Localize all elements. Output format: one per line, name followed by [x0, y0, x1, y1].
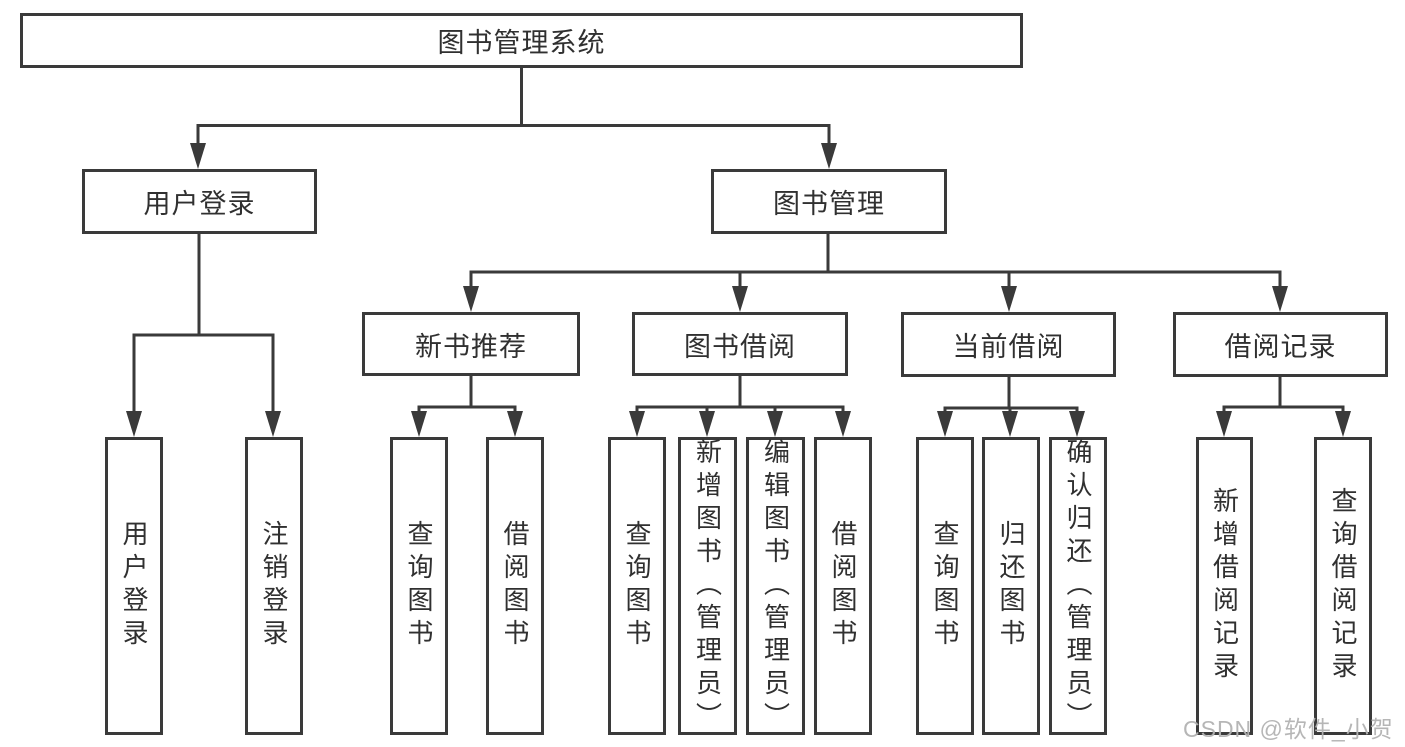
watermark: CSDN @软件_小贺同学: [1183, 716, 1394, 742]
leaf-add-book-admin: 新增图书（管理员）: [678, 437, 737, 735]
leaf-query-borrow-record: 查询借阅记录: [1314, 437, 1372, 735]
leaf-query-book-2: 查询图书: [608, 437, 666, 735]
leaf-label: 编辑图书（管理员）: [760, 437, 791, 735]
module-label: 新书推荐: [415, 331, 527, 362]
node-module-borrow-record: 借阅记录: [1173, 312, 1388, 377]
leaf-edit-book-admin: 编辑图书（管理员）: [746, 437, 805, 735]
leaf-label: 借阅图书: [500, 520, 530, 652]
leaf-label: 查询图书: [930, 520, 960, 652]
leaf-borrow-book-2: 借阅图书: [814, 437, 872, 735]
leaf-label: 查询借阅记录: [1328, 487, 1358, 685]
leaf-label: 新增借阅记录: [1209, 487, 1240, 685]
leaf-label: 确认归还（管理员）: [1063, 437, 1093, 735]
node-book-management: 图书管理: [711, 169, 947, 234]
node-user-login: 用户登录: [82, 169, 317, 234]
leaf-borrow-book-1: 借阅图书: [486, 437, 544, 735]
leaf-label: 归还图书: [996, 520, 1026, 652]
leaf-logout: 注销登录: [245, 437, 303, 735]
leaf-label: 用户登录: [119, 520, 149, 652]
leaf-label: 注销登录: [259, 520, 289, 652]
leaf-add-borrow-record: 新增借阅记录: [1196, 437, 1253, 735]
module-label: 借阅记录: [1224, 332, 1337, 362]
leaf-confirm-return-admin: 确认归还（管理员）: [1049, 437, 1107, 735]
leaf-label: 查询图书: [404, 520, 434, 652]
node-module-current-borrow: 当前借阅: [901, 312, 1116, 377]
module-label: 当前借阅: [952, 332, 1065, 362]
node-root-label: 图书管理系统: [437, 28, 606, 58]
leaf-label: 借阅图书: [828, 520, 858, 652]
leaf-label: 新增图书（管理员）: [692, 437, 723, 735]
node-module-book-borrow: 图书借阅: [632, 312, 848, 376]
module-label: 图书借阅: [684, 331, 796, 362]
node-user-login-label: 用户登录: [143, 189, 256, 219]
leaf-return-book: 归还图书: [982, 437, 1040, 735]
leaf-query-book-3: 查询图书: [916, 437, 974, 735]
leaf-query-book-1: 查询图书: [390, 437, 448, 735]
node-root: 图书管理系统: [20, 13, 1023, 68]
node-book-management-label: 图书管理: [773, 189, 885, 219]
leaf-label: 查询图书: [622, 520, 652, 652]
node-module-new-book: 新书推荐: [362, 312, 580, 376]
leaf-user-login: 用户登录: [105, 437, 163, 735]
